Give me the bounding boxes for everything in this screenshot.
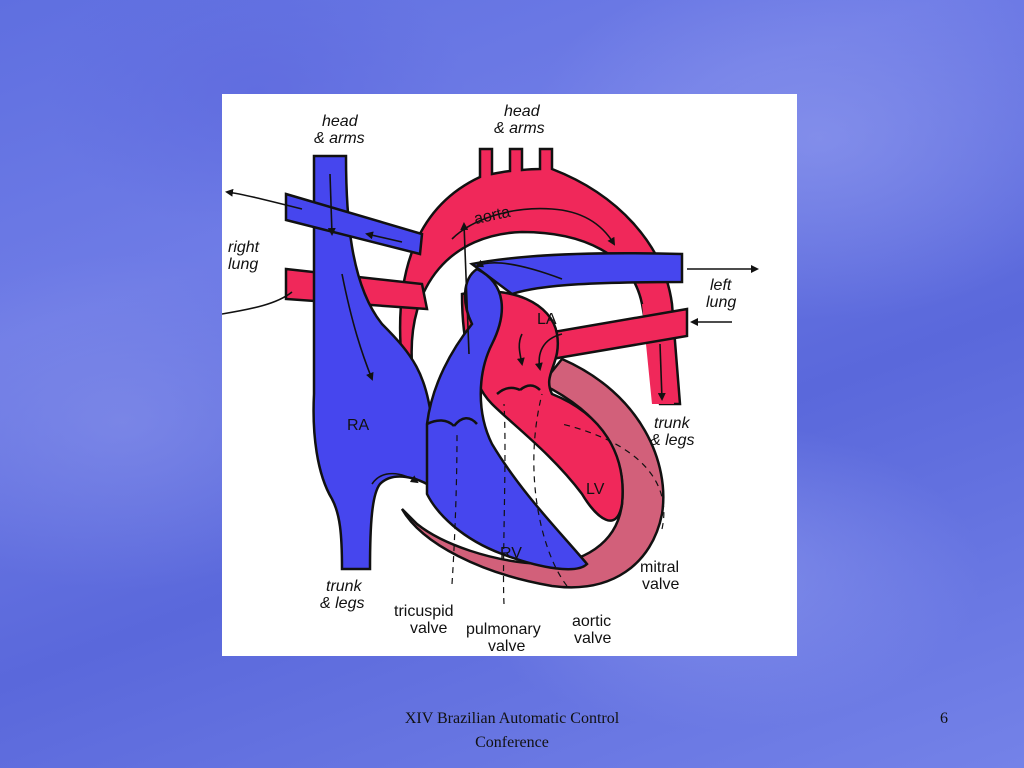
label-trunk-legs-left-2: & legs bbox=[320, 595, 364, 612]
label-lv: LV bbox=[586, 481, 605, 498]
svg-text:head: head bbox=[504, 103, 541, 120]
svg-text:tricuspid: tricuspid bbox=[394, 603, 454, 620]
svg-text:pulmonary: pulmonary bbox=[466, 621, 541, 638]
label-aortic-valve: aortic bbox=[572, 613, 611, 630]
footer-title: XIV Brazilian Automatic Control Conferen… bbox=[340, 707, 684, 755]
label-tricuspid-valve-2: valve bbox=[410, 620, 447, 637]
label-tricuspid-valve: tricuspid bbox=[394, 603, 454, 620]
right-pulmonary-artery bbox=[284, 192, 424, 256]
svg-text:aortic: aortic bbox=[572, 613, 611, 630]
svg-text:valve: valve bbox=[642, 576, 679, 593]
label-mitral-valve-2: valve bbox=[642, 576, 679, 593]
label-pulmonary-valve: pulmonary bbox=[466, 621, 541, 638]
heart-diagram-svg: head & arms head & arms aorta right lung… bbox=[222, 103, 759, 655]
label-right-lung: right bbox=[228, 239, 260, 256]
svg-text:valve: valve bbox=[574, 630, 611, 647]
page-number: 6 bbox=[940, 710, 948, 727]
label-left-lung-2: lung bbox=[706, 294, 736, 311]
svg-text:left: left bbox=[710, 277, 732, 294]
svg-text:& arms: & arms bbox=[494, 120, 545, 137]
leader-lines bbox=[451, 393, 665, 605]
label-mitral-valve: mitral bbox=[640, 559, 679, 576]
svg-text:& legs: & legs bbox=[650, 432, 694, 449]
label-ra: RA bbox=[347, 417, 370, 434]
label-trunk-legs-right: trunk bbox=[654, 415, 691, 432]
svg-text:& legs: & legs bbox=[320, 595, 364, 612]
label-pulmonary-valve-2: valve bbox=[488, 638, 525, 655]
label-head-arms-top: head bbox=[504, 103, 541, 120]
footer-title-line-1: XIV Brazilian Automatic Control bbox=[404, 710, 620, 727]
svg-text:right: right bbox=[228, 239, 260, 256]
left-heart-chambers bbox=[460, 290, 624, 522]
valves bbox=[426, 384, 541, 427]
svg-text:valve: valve bbox=[488, 638, 525, 655]
right-ventricle bbox=[425, 267, 589, 571]
svg-text:& arms: & arms bbox=[314, 130, 365, 147]
footer-title-line-2: Conference bbox=[475, 734, 549, 751]
label-rv: RV bbox=[500, 545, 522, 562]
svg-text:trunk: trunk bbox=[326, 578, 363, 595]
label-head-arms-left-2: & arms bbox=[314, 130, 365, 147]
svg-text:head: head bbox=[322, 113, 359, 130]
label-la: LA bbox=[537, 311, 557, 328]
svg-text:lung: lung bbox=[706, 294, 736, 311]
flow-arrows bbox=[222, 173, 759, 485]
svg-text:lung: lung bbox=[228, 256, 258, 273]
label-aortic-valve-2: valve bbox=[574, 630, 611, 647]
right-atrium bbox=[312, 154, 444, 571]
label-head-arms-left: head bbox=[322, 113, 359, 130]
aorta-arch bbox=[398, 147, 682, 406]
label-trunk-legs-left: trunk bbox=[326, 578, 363, 595]
svg-text:valve: valve bbox=[410, 620, 447, 637]
heart-diagram: head & arms head & arms aorta right lung… bbox=[222, 94, 797, 656]
svg-text:trunk: trunk bbox=[654, 415, 691, 432]
label-trunk-legs-right-2: & legs bbox=[650, 432, 694, 449]
label-head-arms-top-2: & arms bbox=[494, 120, 545, 137]
label-right-lung-2: lung bbox=[228, 256, 258, 273]
svg-text:mitral: mitral bbox=[640, 559, 679, 576]
left-pulmonary-artery bbox=[469, 252, 684, 296]
label-left-lung: left bbox=[710, 277, 732, 294]
